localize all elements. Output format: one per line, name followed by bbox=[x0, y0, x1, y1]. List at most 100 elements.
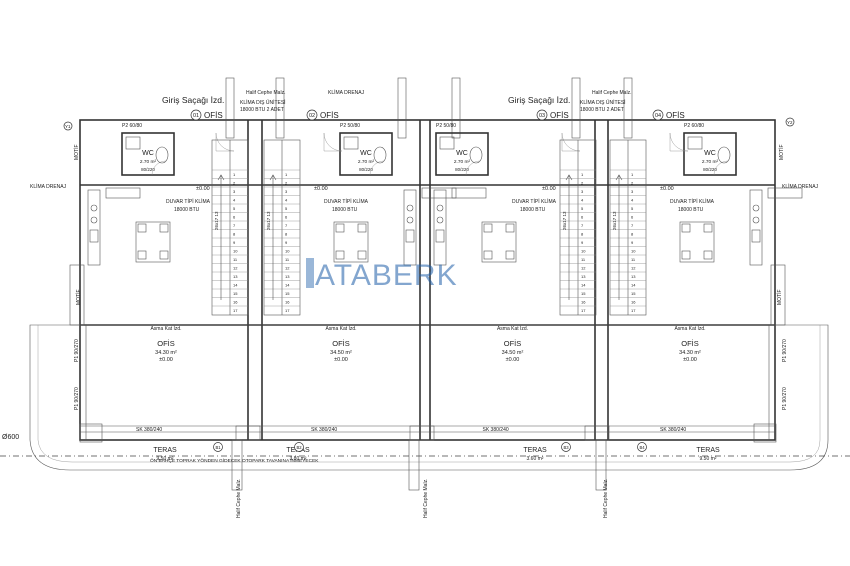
entrance-door-swing bbox=[669, 132, 689, 152]
terrace-marker-circle bbox=[213, 442, 223, 452]
office-area: 34.30 m² bbox=[155, 350, 177, 356]
wc-door-swing bbox=[369, 160, 385, 176]
terrace-area: 3.80 m² bbox=[290, 456, 307, 462]
stair-spec: 26x17 13 bbox=[562, 211, 567, 230]
sink-icon bbox=[125, 136, 141, 150]
stair-step-number: 9 bbox=[581, 240, 584, 245]
watermark-mark bbox=[306, 258, 314, 288]
stair-step-number: 16 bbox=[233, 300, 238, 305]
stair-step-number: 13 bbox=[631, 274, 636, 279]
terrace-marker-id: B2 bbox=[296, 445, 302, 450]
meeting-table bbox=[481, 221, 517, 263]
mezzanine-label: Asma Kat İzd. bbox=[325, 325, 356, 332]
stair-step-number: 15 bbox=[581, 291, 586, 296]
ac-drain-right-label: KLİMA DRENAJ bbox=[782, 183, 819, 190]
stair-step-number: 14 bbox=[285, 283, 290, 288]
stair-step-number: 3 bbox=[631, 189, 634, 194]
terrace-marker-id: B4 bbox=[639, 445, 645, 450]
terrace-outline bbox=[0, 324, 850, 471]
window-p2-size: P2 60/80 bbox=[122, 123, 142, 129]
terrace-area: 9.50 m² bbox=[700, 456, 717, 462]
unit-title: OFİS bbox=[320, 111, 339, 120]
terrace-marker-circle bbox=[561, 442, 571, 452]
stair-step-number: 10 bbox=[581, 249, 586, 254]
stair-step-number: 13 bbox=[581, 274, 586, 279]
window-size-label: SK 380/240 bbox=[660, 427, 686, 433]
stair-step-number: 9 bbox=[233, 240, 236, 245]
wall-ac-btu: 18000 BTU bbox=[332, 207, 358, 213]
ac-outdoor-unit-label-2: KLİMA DIŞ ÜNİTESİ bbox=[580, 99, 626, 106]
stair-step-number: 5 bbox=[631, 206, 634, 211]
stair-step-number: 7 bbox=[233, 223, 236, 228]
wall-ac-btu: 18000 BTU bbox=[678, 207, 704, 213]
stair-step-number: 11 bbox=[581, 257, 586, 262]
stair-step-number: 17 bbox=[581, 308, 586, 313]
stair-step-number: 15 bbox=[631, 291, 636, 296]
office-level: ±0.00 bbox=[683, 357, 697, 363]
kitchen-counter bbox=[749, 189, 763, 266]
stair-step-number: 1 bbox=[233, 172, 236, 177]
stair-step-number: 6 bbox=[581, 215, 584, 220]
side-labels: KLİMA DRENAJ KLİMA DRENAJ MOTİF MOTİF MO… bbox=[2, 117, 819, 441]
office-area: 34.50 m² bbox=[502, 350, 524, 356]
p1-door-right-label-2: P1 90/270 bbox=[782, 387, 788, 410]
stair-step-number: 4 bbox=[631, 198, 634, 203]
kitchen-counter bbox=[433, 189, 447, 266]
motif-left-label: MOTİF bbox=[75, 289, 82, 305]
stair-step-number: 17 bbox=[233, 308, 238, 313]
mezzanine-label: Asma Kat İzd. bbox=[150, 325, 181, 332]
toilet-icon bbox=[373, 146, 387, 164]
chair-icon bbox=[137, 250, 147, 260]
stair-step-number: 14 bbox=[233, 283, 238, 288]
cooktop-icon bbox=[436, 204, 444, 212]
motif-right-label: MOTİF bbox=[776, 289, 783, 305]
stair-step-number: 15 bbox=[233, 291, 238, 296]
stair-step-number: 4 bbox=[581, 198, 584, 203]
terrace-label: TERAS bbox=[153, 447, 177, 454]
mezzanine-label: Asma Kat İzd. bbox=[497, 325, 528, 332]
cooktop-icon bbox=[752, 216, 760, 224]
wc-label: WC bbox=[142, 150, 154, 157]
facade-material-bottom-3: Halif Cephe Malz. bbox=[603, 479, 609, 518]
stair-step-number: 4 bbox=[233, 198, 236, 203]
unit-title: OFİS bbox=[666, 111, 685, 120]
facade-material-label-2: Halif Cephe Malz. bbox=[592, 90, 631, 96]
wc-door-swing bbox=[713, 160, 729, 176]
stair-step-number: 12 bbox=[285, 266, 290, 271]
chair-icon bbox=[137, 223, 147, 233]
fridge-icon bbox=[435, 229, 445, 243]
axis-y2-marker: Y2 bbox=[787, 120, 793, 125]
unit-title: OFİS bbox=[204, 111, 223, 120]
p1-door-right-label: P1 90/270 bbox=[782, 339, 788, 362]
facade-material-label: Halif Cephe Malz. bbox=[246, 90, 285, 96]
stair-step-number: 5 bbox=[581, 206, 584, 211]
office-room-label: OFİS bbox=[332, 339, 350, 348]
stair-step-number: 16 bbox=[285, 300, 290, 305]
unit-number: 01 bbox=[193, 113, 199, 119]
motif-right-top-label: MOTİF bbox=[778, 144, 785, 160]
chair-icon bbox=[703, 250, 713, 260]
stair-step-number: 9 bbox=[285, 240, 288, 245]
watermark-logo: ATABERK bbox=[315, 259, 458, 292]
stair-step-number: 13 bbox=[285, 274, 290, 279]
office-room-label: OFİS bbox=[504, 339, 522, 348]
meeting-table bbox=[135, 221, 171, 263]
window-p2-size: P2 50/80 bbox=[340, 123, 360, 129]
chair-icon bbox=[357, 250, 367, 260]
terrace-marker-id: B3 bbox=[563, 445, 569, 450]
entrance-canopy-label-2: Giriş Saçağı İzd. bbox=[508, 95, 570, 105]
stair-step-number: 14 bbox=[581, 283, 586, 288]
toilet-icon bbox=[155, 146, 169, 164]
facade-material-bottom-2: Halif Cephe Malz. bbox=[423, 479, 429, 518]
ac-btu-label: 18000 BTU 2 ADET bbox=[240, 107, 284, 113]
stair-step-number: 3 bbox=[581, 189, 584, 194]
ac-drain-top-label: KLİMA DRENAJ bbox=[328, 89, 365, 96]
stair-direction-arrow bbox=[217, 174, 225, 300]
wc-room bbox=[435, 132, 489, 176]
stair-step-number: 7 bbox=[285, 223, 288, 228]
column-lines bbox=[225, 77, 633, 491]
p1-door-left-label-2: P1 90/270 bbox=[74, 387, 80, 410]
chair-icon bbox=[483, 223, 493, 233]
